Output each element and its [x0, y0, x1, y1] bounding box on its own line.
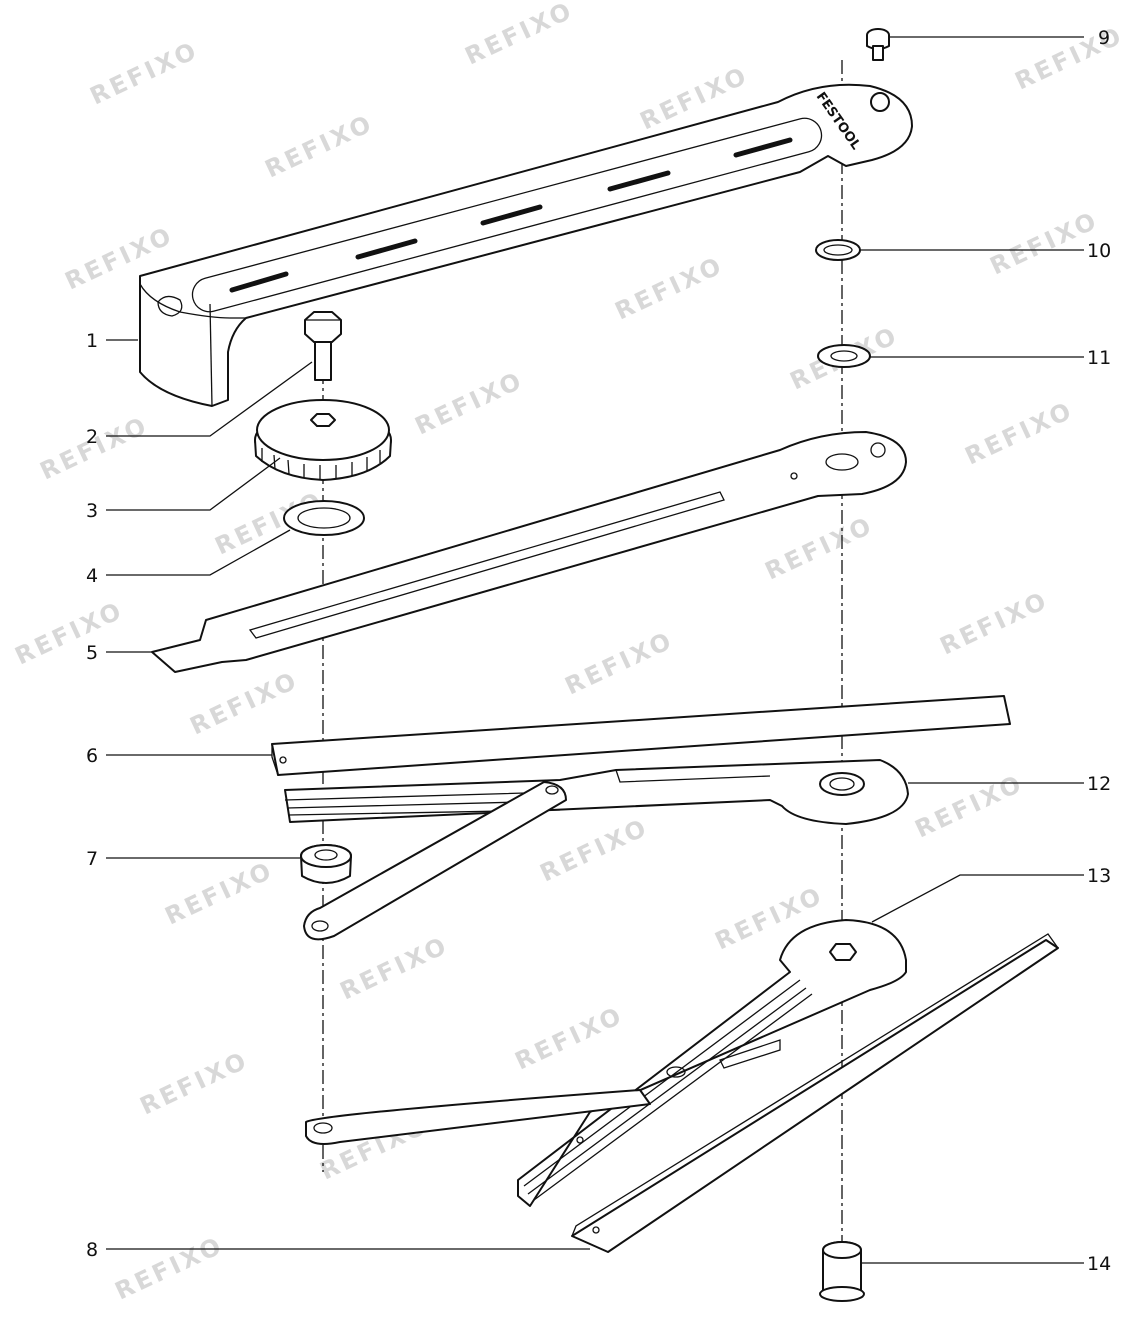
callout-4: 4: [86, 565, 98, 587]
watermark: REFIXO: [336, 931, 453, 1006]
callout-10: 10: [1087, 240, 1111, 262]
leader-line-3: [106, 457, 281, 511]
part-9-cap-screw: [866, 28, 890, 61]
leader-line-13: [871, 874, 1084, 923]
watermark: REFIXO: [611, 251, 728, 326]
callout-14: 14: [1087, 1253, 1111, 1275]
callout-9: 9: [1098, 27, 1110, 49]
watermark: REFIXO: [261, 109, 378, 184]
watermark: REFIXO: [36, 411, 153, 486]
callout-1: 1: [86, 330, 98, 352]
part-5-slotted-bar: [151, 431, 907, 673]
part-11-washer: [817, 344, 871, 368]
leader-lines: [106, 36, 1084, 1264]
scale-mark: [480, 204, 543, 226]
callout-12: 12: [1087, 773, 1111, 795]
leader-line-4: [106, 529, 291, 576]
part-4-washer: [283, 500, 365, 536]
scale-mark: [607, 170, 671, 192]
watermark: REFIXO: [161, 856, 278, 931]
scale-mark: [733, 137, 793, 158]
callout-11: 11: [1087, 347, 1111, 369]
watermark: REFIXO: [86, 36, 203, 111]
watermark: REFIXO: [186, 666, 303, 741]
watermark: REFIXO: [411, 366, 528, 441]
watermark: REFIXO: [1011, 21, 1128, 96]
watermark: REFIXO: [961, 396, 1078, 471]
watermark: REFIXO: [936, 586, 1053, 661]
scale-mark: [229, 271, 289, 293]
watermark: REFIXO: [461, 0, 578, 70]
watermark: REFIXO: [986, 206, 1103, 281]
part-7-bushing: [300, 844, 352, 884]
part-6-rail: [271, 695, 1011, 776]
watermark: REFIXO: [11, 596, 128, 671]
leader-line-2: [106, 361, 313, 437]
scale-mark: [355, 238, 418, 260]
part-14-sleeve: [819, 1241, 865, 1302]
callout-3: 3: [86, 500, 98, 522]
part-13-lower-arm: [305, 919, 907, 1207]
part-8-lower-rail: [571, 933, 1059, 1253]
callout-7: 7: [86, 848, 98, 870]
part-3-knurled-knob: [254, 399, 392, 481]
callout-6: 6: [86, 745, 98, 767]
watermark: REFIXO: [911, 769, 1028, 844]
callout-13: 13: [1087, 865, 1111, 887]
callout-8: 8: [86, 1239, 98, 1261]
part-10-retaining-clip: [815, 239, 861, 261]
watermark: REFIXO: [561, 626, 678, 701]
watermark: REFIXO: [761, 511, 878, 586]
callout-5: 5: [86, 642, 98, 664]
callout-2: 2: [86, 426, 98, 448]
part-1-guide-arm: FESTOOL: [139, 83, 913, 407]
callout-labels: 1 2 3 4 5 6 7 8 9 10 11 12 13 14: [86, 27, 1111, 1275]
watermark: REFIXO: [111, 1231, 228, 1306]
watermark: REFIXO: [511, 1001, 628, 1076]
part-12-carriage-arm: [284, 759, 909, 941]
part-2-hex-bolt: [304, 311, 342, 381]
watermark: REFIXO: [136, 1046, 253, 1121]
watermark: REFIXO: [536, 813, 653, 888]
